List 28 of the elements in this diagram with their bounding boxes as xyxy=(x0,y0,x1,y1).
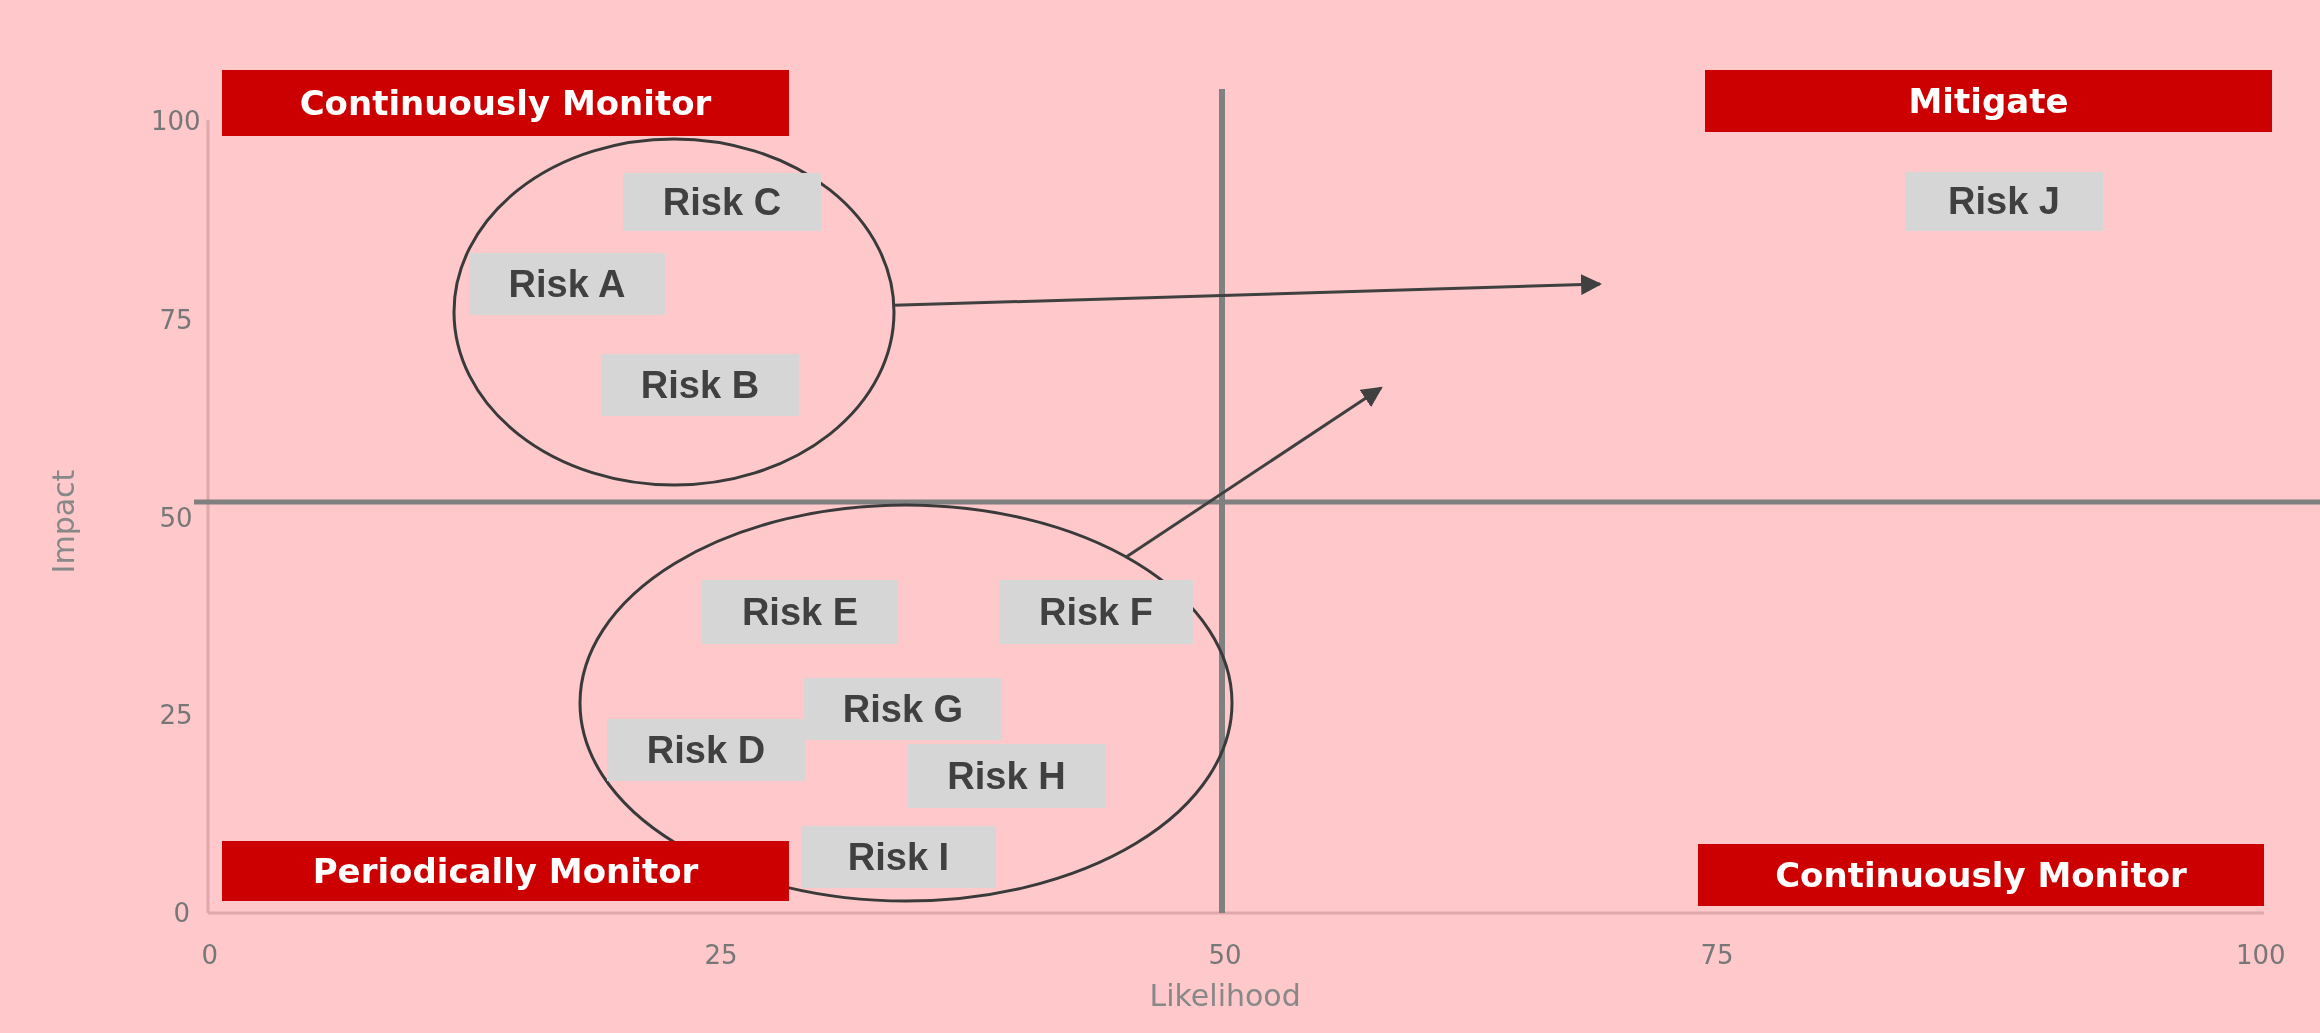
axis-tick-label: 50 xyxy=(1208,940,1242,970)
arrow xyxy=(893,274,1603,307)
axis-tick-label: 75 xyxy=(159,305,193,335)
risk-tag: Risk C xyxy=(623,173,821,231)
axis-tick-label: 0 xyxy=(201,940,219,970)
risk-tag: Risk J xyxy=(1905,172,2103,231)
risk-tag: Risk F xyxy=(999,580,1193,644)
quadrant-banner: Continuously Monitor xyxy=(222,70,789,136)
risk-tag: Risk I xyxy=(801,826,996,888)
risk-tag: Risk H xyxy=(907,744,1106,808)
quadrant-banner: Mitigate xyxy=(1705,70,2272,132)
quadrant-banner: Periodically Monitor xyxy=(222,841,789,901)
axis-tick-label: 50 xyxy=(159,503,193,533)
axis-title: Impact xyxy=(46,469,82,573)
axis-tick-label: 25 xyxy=(704,940,738,970)
arrow xyxy=(1125,386,1383,559)
axis-tick-label: 100 xyxy=(151,106,201,136)
axis-tick-label: 75 xyxy=(1700,940,1734,970)
risk-tag: Risk B xyxy=(601,354,799,416)
quadrant-banner: Continuously Monitor xyxy=(1698,844,2264,906)
risk-tag: Risk G xyxy=(804,678,1002,740)
risk-tag: Risk D xyxy=(607,719,805,781)
axis-tick-label: 0 xyxy=(173,898,191,928)
risk-tag: Risk A xyxy=(469,253,665,315)
axis-tick-label: 100 xyxy=(2236,940,2286,970)
axis-tick-label: 25 xyxy=(159,700,193,730)
risk-tag: Risk E xyxy=(702,580,898,644)
axis-title: Likelihood xyxy=(1149,977,1301,1013)
